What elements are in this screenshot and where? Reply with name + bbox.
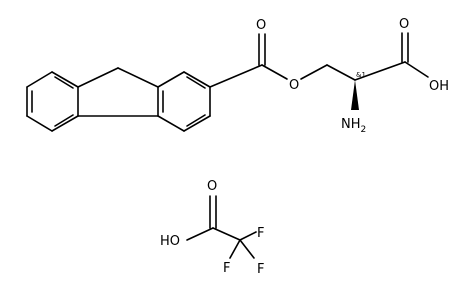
amino-subscript: 2	[361, 125, 367, 135]
ester-link-oxygen: O	[289, 78, 299, 93]
stereo-wedge-bond	[351, 80, 359, 110]
acid-hydroxyl: OH	[429, 79, 449, 94]
tfa-hydroxyl: HO	[160, 234, 180, 249]
tfa-fluorine-bottom-left: F	[223, 261, 230, 276]
amino-n-label: NH	[341, 117, 361, 132]
fluorene-ring-system	[26, 67, 211, 132]
amino-acid-group	[351, 32, 429, 110]
tfa-fluorine-bottom-right: F	[257, 262, 264, 277]
tfa-carbonyl-oxygen: O	[207, 179, 217, 194]
ester-carbonyl-oxygen: O	[256, 18, 266, 33]
amino-group: NH2	[341, 117, 366, 135]
stereo-descriptor: &1	[356, 71, 366, 79]
tfa-fluorine-right: F	[257, 226, 264, 241]
ester-group	[209, 33, 356, 88]
acid-carbonyl-oxygen: O	[399, 17, 409, 32]
trifluoroacetic-acid	[186, 195, 257, 259]
